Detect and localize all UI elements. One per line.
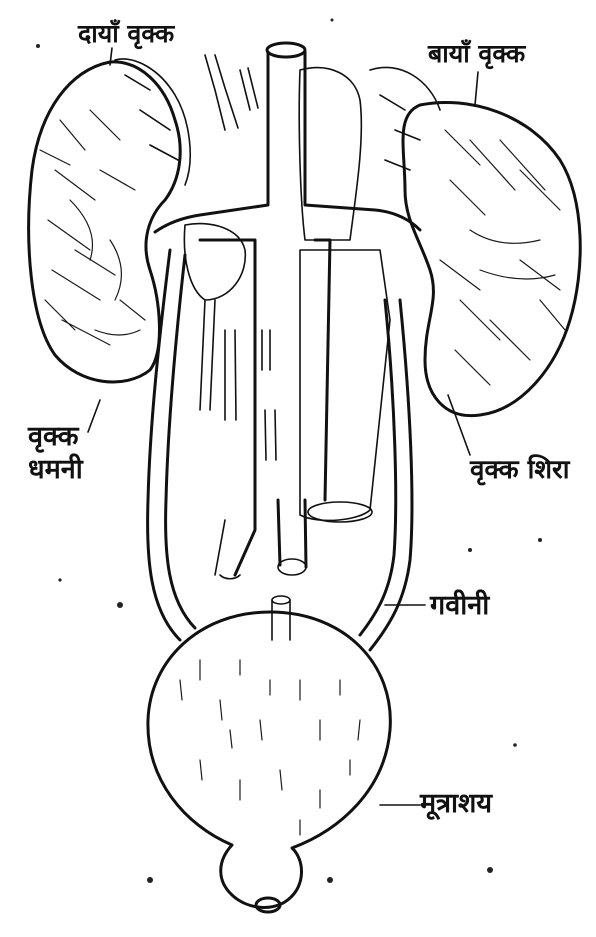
vena-cava — [300, 250, 390, 522]
label-renal-artery-line2: धमनी — [28, 453, 84, 485]
label-renal-artery-line1: वृक्क — [27, 421, 80, 453]
label-left-kidney: बायाँ वृक्क — [427, 39, 527, 70]
label-right-kidney: दायाँ वृक्क — [77, 19, 176, 50]
branch-vessels — [200, 55, 276, 460]
label-bladder: मूत्राशय — [419, 788, 493, 821]
aorta — [155, 43, 420, 579]
ureters — [148, 250, 412, 650]
adrenal-tissue — [184, 68, 361, 300]
urinary-bladder — [148, 596, 390, 912]
right-kidney — [29, 59, 191, 382]
label-renal-vein: वृक्क शिरा — [469, 454, 571, 486]
left-kidney — [370, 67, 580, 415]
label-ureter: गवीनी — [429, 589, 490, 621]
leader-lines — [88, 48, 478, 805]
print-specks — [36, 19, 542, 884]
